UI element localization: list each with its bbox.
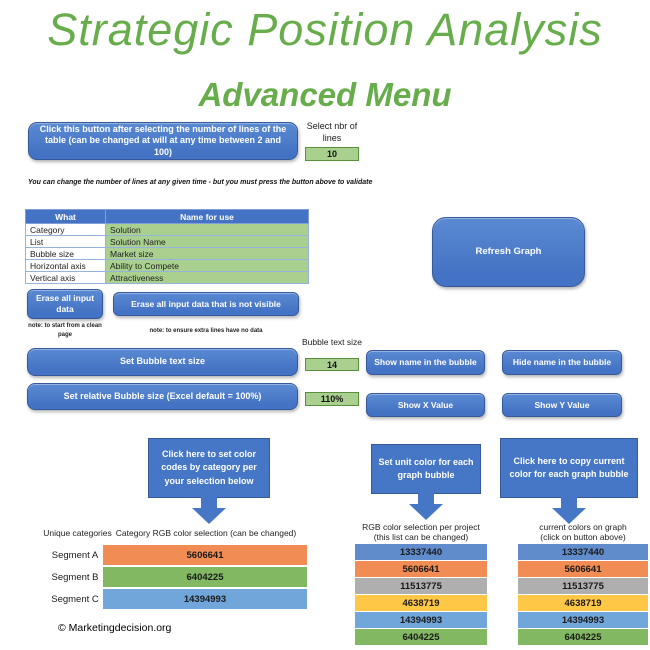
set-bubble-text-size-button[interactable]: Set Bubble text size: [27, 348, 298, 376]
select-nbr-label: Select nbr of lines: [306, 121, 358, 143]
project-colors-header-line2: (this list can be changed): [373, 531, 469, 542]
copy-colors-callout[interactable]: Click here to copy current color for eac…: [500, 438, 638, 498]
category-label: Segment B: [51, 571, 99, 583]
category-color-cell[interactable]: 14394993: [103, 589, 307, 609]
erase-invisible-button[interactable]: Erase all input data that is not visible: [113, 292, 299, 316]
what-cell: List: [25, 235, 106, 248]
project-color-cell[interactable]: 4638719: [355, 595, 487, 611]
bubble-text-size-cell[interactable]: 14: [305, 358, 359, 371]
down-arrow-icon: [201, 497, 217, 508]
set-relative-bubble-size-button[interactable]: Set relative Bubble size (Excel default …: [27, 383, 298, 410]
name-cell[interactable]: Solution Name: [105, 235, 309, 248]
name-cell[interactable]: Market size: [105, 247, 309, 260]
current-colors-header-line1: current colors on graph: [539, 522, 627, 532]
mapping-header-name: Name for use: [105, 209, 309, 224]
down-arrow-icon: [409, 504, 443, 520]
current-color-cell: 14394993: [518, 612, 648, 628]
project-color-cell[interactable]: 11513775: [355, 578, 487, 594]
set-lines-button[interactable]: Click this button after selecting the nu…: [28, 122, 298, 160]
category-label: Segment C: [51, 593, 99, 605]
refresh-graph-button[interactable]: Refresh Graph: [432, 217, 585, 287]
page-title: Strategic Position Analysis: [47, 4, 603, 55]
current-color-cell: 4638719: [518, 595, 648, 611]
current-color-cell: 6404225: [518, 629, 648, 645]
what-cell: Vertical axis: [25, 271, 106, 284]
name-cell[interactable]: Attractiveness: [105, 271, 309, 284]
show-x-button[interactable]: Show X Value: [366, 393, 485, 417]
erase-invisible-note: note: to ensure extra lines have no data: [149, 328, 263, 334]
category-color-cell[interactable]: 5606641: [103, 545, 307, 565]
current-colors-header: current colors on graph (click on button…: [518, 522, 648, 543]
current-colors-header-line2: (click on button above): [540, 531, 626, 542]
name-cell[interactable]: Ability to Compete: [105, 259, 309, 272]
erase-all-note: note: to start from a clean page: [28, 323, 102, 338]
project-colors-header-line1: RGB color selection per project: [362, 522, 480, 532]
down-arrow-icon: [561, 497, 577, 508]
table-row: Category Solution: [25, 223, 309, 236]
unit-colors-callout[interactable]: Set unit color for each graph bubble: [371, 444, 481, 494]
current-color-cell: 5606641: [518, 561, 648, 577]
project-color-cell[interactable]: 13337440: [355, 544, 487, 560]
current-color-cell: 11513775: [518, 578, 648, 594]
project-color-cell[interactable]: 14394993: [355, 612, 487, 628]
table-row: List Solution Name: [25, 235, 309, 248]
erase-all-button[interactable]: Erase all input data: [27, 289, 103, 319]
mapping-table: What Name for use Category Solution List…: [25, 209, 309, 284]
down-arrow-icon: [418, 493, 434, 504]
table-row: Bubble size Market size: [25, 247, 309, 260]
hide-name-button[interactable]: Hide name in the bubble: [502, 350, 622, 375]
bubble-text-size-label: Bubble text size: [302, 337, 363, 347]
name-cell[interactable]: Solution: [105, 223, 309, 236]
show-y-button[interactable]: Show Y Value: [502, 393, 622, 417]
what-cell: Category: [25, 223, 106, 236]
down-arrow-icon: [552, 508, 586, 524]
project-color-cell[interactable]: 6404225: [355, 629, 487, 645]
what-cell: Bubble size: [25, 247, 106, 260]
category-color-header: Category RGB color selection (can be cha…: [115, 528, 297, 538]
page-subtitle: Advanced Menu: [198, 76, 452, 113]
current-color-cell: 13337440: [518, 544, 648, 560]
down-arrow-icon: [192, 508, 226, 524]
relative-bubble-size-cell[interactable]: 110%: [305, 392, 359, 406]
category-colors-callout[interactable]: Click here to set color codes by categor…: [148, 438, 270, 498]
table-row: Vertical axis Attractiveness: [25, 271, 309, 284]
category-label: Segment A: [51, 549, 99, 561]
project-colors-header: RGB color selection per project (this li…: [355, 522, 487, 543]
select-nbr-cell[interactable]: 10: [305, 147, 359, 161]
lines-note: You can change the number of lines at an…: [28, 179, 373, 186]
table-row: Horizontal axis Ability to Compete: [25, 259, 309, 272]
category-color-cell[interactable]: 6404225: [103, 567, 307, 587]
unique-categories-header: Unique categories: [43, 528, 112, 538]
what-cell: Horizontal axis: [25, 259, 106, 272]
project-color-cell[interactable]: 5606641: [355, 561, 487, 577]
copyright: © Marketingdecision.org: [58, 622, 172, 634]
show-name-button[interactable]: Show name in the bubble: [366, 350, 485, 375]
mapping-header-what: What: [25, 209, 106, 224]
